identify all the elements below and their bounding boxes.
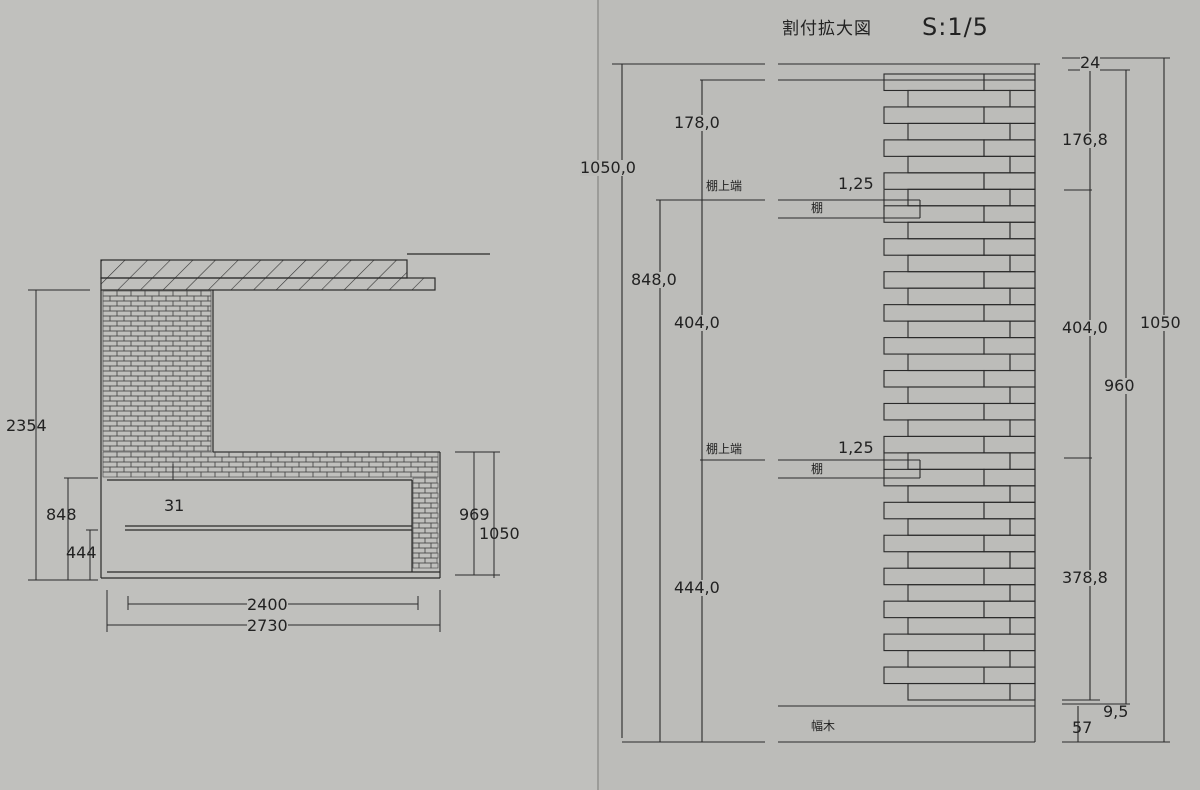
detail-scale: S:1/5: [922, 13, 989, 41]
dim-176-8: 176,8: [1062, 130, 1108, 149]
dim-960: 960: [1104, 376, 1135, 395]
dim-9-5: 9,5: [1103, 702, 1129, 721]
shelf-label-2: 棚: [811, 462, 824, 476]
dim-24: 24: [1080, 53, 1101, 72]
dim-total-height: 2354: [6, 416, 47, 435]
shelf-label-1: 棚: [811, 201, 824, 215]
dim-1-25-a: 1,25: [838, 174, 874, 193]
dim-2730: 2730: [247, 616, 288, 635]
top-band-brick: [424, 471, 439, 478]
shelf-top-label-1: 棚上端: [706, 179, 743, 193]
left-elevation: [100, 253, 490, 579]
dim-848-0: 848,0: [631, 270, 677, 289]
dim-178-0: 178,0: [674, 113, 720, 132]
right-brick-pattern: [883, 73, 1036, 701]
right-page: [598, 0, 1200, 790]
dim-378-8: 378,8: [1062, 568, 1108, 587]
dim-404-0-right: 404,0: [1062, 318, 1108, 337]
dim-57: 57: [1072, 718, 1093, 737]
dim-444-0: 444,0: [674, 578, 720, 597]
dim-1050-0: 1050,0: [580, 158, 636, 177]
dim-1050-left: 1050: [479, 524, 520, 543]
dim-848-left: 848: [46, 505, 77, 524]
detail-title: 割付拡大図: [782, 19, 872, 39]
dim-404-0-left: 404,0: [674, 313, 720, 332]
dim-969: 969: [459, 505, 490, 524]
left-brick-pattern: [102, 290, 439, 569]
brick: [1009, 682, 1036, 701]
shelf-top-label-2: 棚上端: [706, 442, 743, 456]
left-page: [0, 0, 598, 790]
right-column-brick: [430, 562, 439, 569]
left-column-brick: [207, 445, 212, 452]
dim-1-25-b: 1,25: [838, 438, 874, 457]
dim-2400: 2400: [247, 595, 288, 614]
dim-31: 31: [164, 496, 185, 515]
top-panel-lower: [100, 277, 436, 291]
baseboard-label: 幅木: [811, 719, 836, 733]
dim-444-left: 444: [66, 543, 97, 562]
dim-1050-right: 1050: [1140, 313, 1181, 332]
top-panel: [100, 259, 408, 279]
